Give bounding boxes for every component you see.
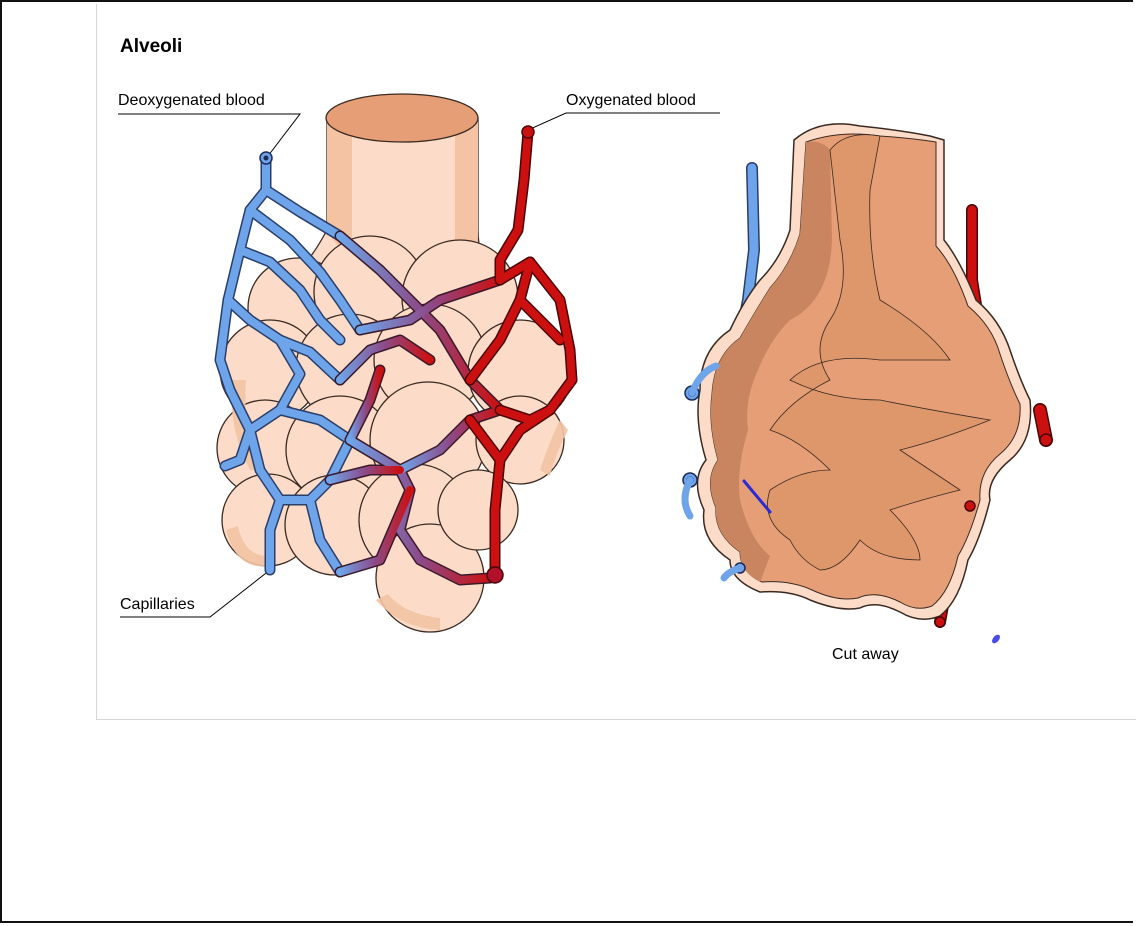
leader-oxygenated — [528, 113, 720, 130]
leader-capillaries — [120, 570, 270, 617]
annotation-dot — [990, 633, 1001, 645]
leader-deoxygenated — [118, 114, 300, 156]
vessel-end — [487, 567, 503, 583]
oxygenated-vessel-opening — [522, 126, 534, 138]
